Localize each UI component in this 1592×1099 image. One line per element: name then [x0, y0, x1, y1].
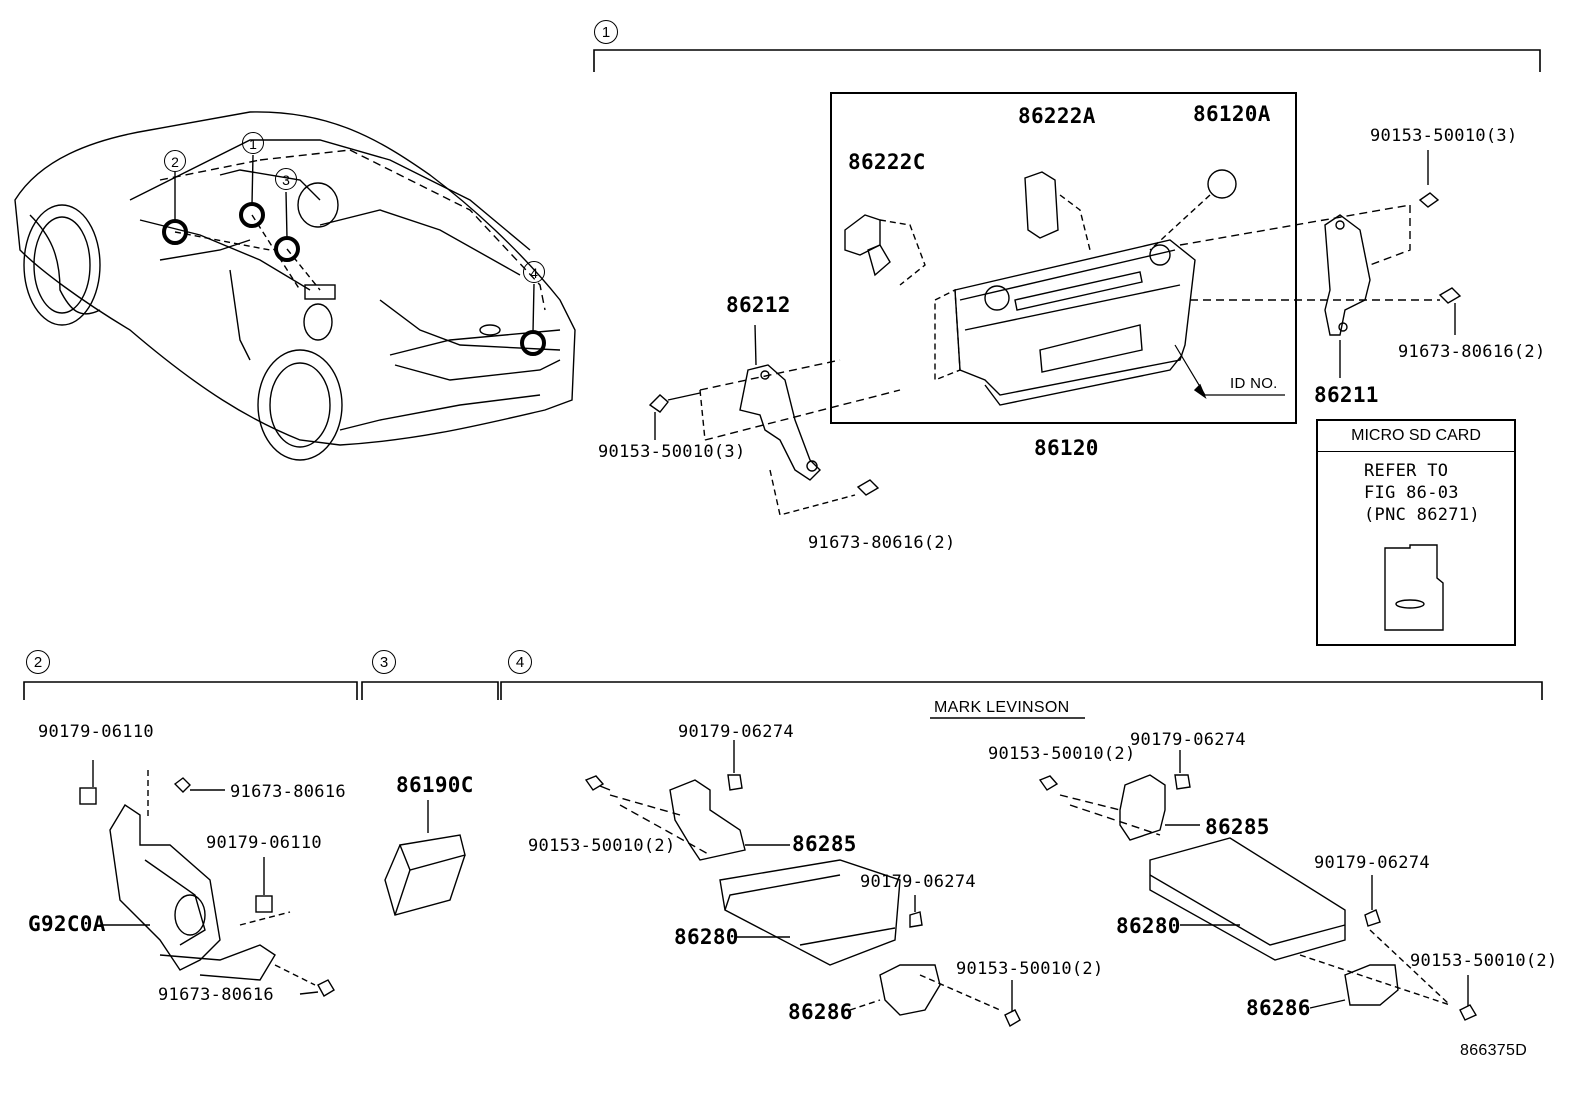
microsd-card-box: MICRO SD CARD REFER TO FIG 86-03 (PNC 86… — [1316, 419, 1516, 646]
microsd-card-header: MICRO SD CARD — [1318, 421, 1514, 452]
car-callout-1: 1 — [242, 132, 264, 154]
part-86212-label: 86212 — [726, 293, 791, 317]
screw-91673-bottom-label: 91673-80616(2) — [808, 533, 956, 553]
group2-bracket — [23, 681, 358, 700]
group3-callout: 3 — [372, 650, 396, 674]
part-86190C-label: 86190C — [396, 773, 474, 797]
group3-drawing — [384, 800, 466, 916]
right-bolt-90153-bottom-label: 90153-50010(2) — [1410, 951, 1558, 971]
head-unit-box — [830, 92, 1297, 424]
right-bolt-90153-label: 90153-50010(2) — [988, 744, 1136, 764]
car-markers — [159, 149, 546, 356]
screw-91673-right-label: 91673-80616(2) — [1398, 342, 1546, 362]
nut-90179-06110-top-label: 90179-06110 — [38, 722, 154, 742]
left-nut-90179-top-label: 90179-06274 — [678, 722, 794, 742]
part-86222A-label: 86222A — [1018, 104, 1096, 128]
group2-drawing — [79, 760, 335, 997]
car-callout-3: 3 — [275, 168, 297, 190]
right-nut-90179-top-label: 90179-06274 — [1130, 730, 1246, 750]
car-callout-2: 2 — [164, 150, 186, 172]
group1-callout: 1 — [594, 20, 618, 44]
id-no-label: ID NO. — [1230, 375, 1278, 392]
left-nut-90179-mid-label: 90179-06274 — [860, 872, 976, 892]
right-amp-86280-label: 86280 — [1116, 914, 1181, 938]
left-bracket-86286-label: 86286 — [788, 1000, 853, 1024]
microsd-refer-line1: REFER TO — [1364, 461, 1449, 481]
bracket-86211-drawing — [1179, 150, 1462, 378]
part-86222C-label: 86222C — [848, 150, 926, 174]
nut-90179-06110-mid-label: 90179-06110 — [206, 833, 322, 853]
microsd-refer-line2: FIG 86-03 — [1364, 483, 1459, 503]
left-bolt-90153-label: 90153-50010(2) — [528, 836, 676, 856]
group4-left-drawing — [584, 740, 1021, 1028]
right-bracket-86285-label: 86285 — [1205, 815, 1270, 839]
mark-levinson-title: MARK LEVINSON — [934, 699, 1070, 716]
left-amp-86280-label: 86280 — [674, 925, 739, 949]
right-nut-90179-mid-label: 90179-06274 — [1314, 853, 1430, 873]
bracket-86212-drawing — [648, 324, 901, 516]
microsd-drawing — [1384, 544, 1444, 631]
group2-callout: 2 — [26, 650, 50, 674]
group4-right-drawing — [1038, 750, 1478, 1021]
bolt-90153-left-label: 90153-50010(3) — [598, 442, 746, 462]
microsd-refer-line3: (PNC 86271) — [1364, 505, 1480, 525]
head-unit-drawing — [844, 169, 1285, 406]
group4-bracket — [500, 681, 1543, 700]
car-callout-4: 4 — [523, 261, 545, 283]
part-86120-label: 86120 — [1034, 436, 1099, 460]
left-bracket-86285-label: 86285 — [792, 832, 857, 856]
screw-91673-80616-top-label: 91673-80616 — [230, 782, 346, 802]
part-86120A-label: 86120A — [1193, 102, 1271, 126]
part-86211-label: 86211 — [1314, 383, 1379, 407]
group4-callout: 4 — [508, 650, 532, 674]
figure-id: 866375D — [1460, 1042, 1528, 1059]
part-G92C0A-label: G92C0A — [28, 912, 106, 936]
screw-91673-80616-bottom-label: 91673-80616 — [158, 985, 274, 1005]
group3-bracket — [361, 681, 499, 700]
group1-bracket — [593, 49, 1541, 72]
car-illustration — [14, 111, 576, 461]
right-bracket-86286-label: 86286 — [1246, 996, 1311, 1020]
left-bolt-90153-bottom-label: 90153-50010(2) — [956, 959, 1104, 979]
bolt-90153-top-right-label: 90153-50010(3) — [1370, 126, 1518, 146]
